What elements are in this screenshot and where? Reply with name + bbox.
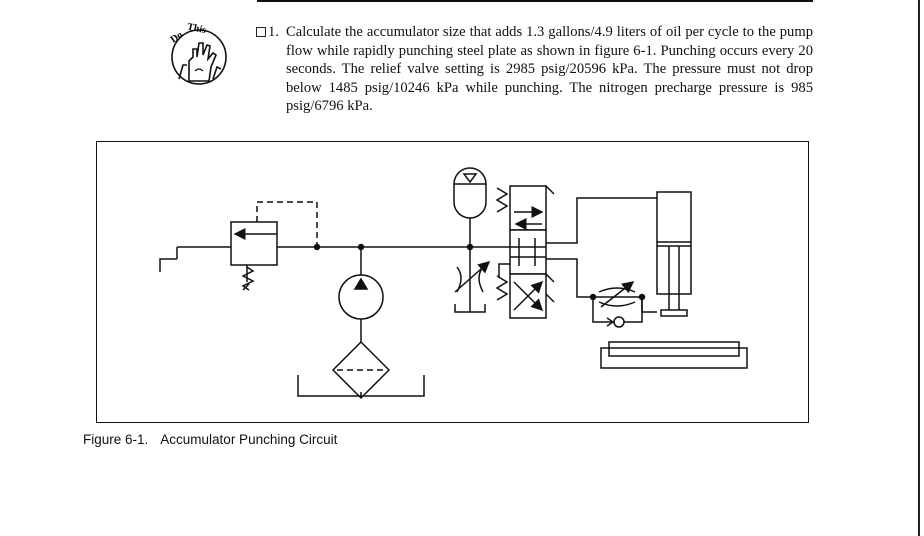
checkbox-icon <box>256 27 266 37</box>
cylinder <box>656 191 692 295</box>
top-rule <box>257 0 813 2</box>
figure-title: Accumulator Punching Circuit <box>160 432 338 447</box>
accumulator-punching-circuit-diagram <box>159 167 748 400</box>
tank-symbol-left <box>159 258 177 272</box>
accumulator <box>453 167 487 219</box>
relief-spring <box>241 266 255 291</box>
figure-caption: Figure 6-1. Accumulator Punching Circuit <box>83 432 337 447</box>
dcv-block-center <box>509 229 547 275</box>
rod-end-line <box>546 258 657 313</box>
svg-text:This: This <box>186 21 207 36</box>
reservoir <box>297 375 425 397</box>
circuit-figure <box>96 141 809 423</box>
task-text: Calculate the accumulator size that adds… <box>286 24 813 115</box>
cap-end-line <box>546 197 657 244</box>
task-number: 1. <box>268 24 279 40</box>
pilot-line <box>256 201 318 247</box>
page-edge-bar <box>918 0 920 536</box>
figure-number: Figure 6-1. <box>83 432 149 447</box>
task-step: 1. Calculate the accumulator size that a… <box>256 23 813 116</box>
dcv-spring-bottom <box>495 275 509 301</box>
do-this-hand-icon: Do This <box>165 21 235 91</box>
dcv-spring-top <box>495 187 509 213</box>
relief-valve <box>230 221 278 266</box>
steel-plate <box>608 341 740 357</box>
